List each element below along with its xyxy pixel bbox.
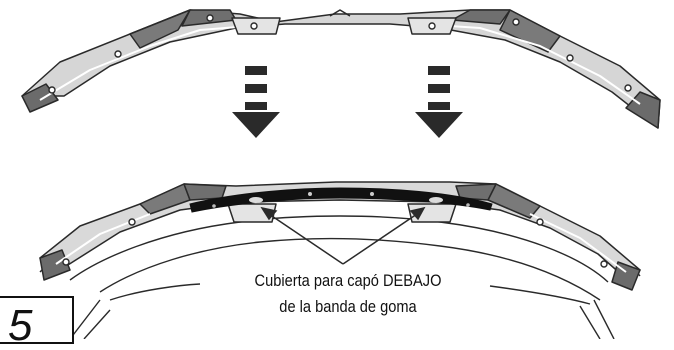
callout-label-line-1: Cubierta para capó DEBAJO (254, 271, 442, 290)
mounting-holes-top (48, 14, 632, 94)
hood-protector-top (21, 9, 661, 129)
down-arrow-right-icon (415, 66, 463, 138)
down-arrow-left-icon (232, 66, 280, 138)
callout-label-line-2: de la banda de goma (279, 297, 417, 316)
rubber-band (189, 187, 493, 213)
installation-diagram (21, 9, 661, 339)
mounting-holes-installed (62, 218, 608, 268)
step-number: 5 (8, 301, 33, 350)
step-number-box: 5 (0, 296, 74, 348)
callout-arrows (260, 206, 426, 265)
